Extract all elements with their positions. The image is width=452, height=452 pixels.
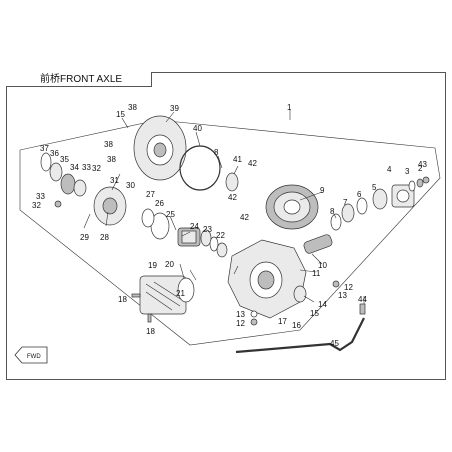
ring-24 [200, 229, 212, 247]
front-direction-badge: FWD [14, 346, 48, 364]
callout-26: 26 [155, 199, 164, 208]
callout-45: 45 [330, 339, 339, 348]
bolt-18a [131, 293, 141, 298]
callout-8b: 8 [330, 207, 335, 216]
callout-42b: 42 [228, 193, 237, 202]
washer-6 [356, 197, 368, 215]
cover-plate [133, 115, 187, 181]
seal-14 [293, 285, 307, 303]
callout-18a: 18 [118, 295, 127, 304]
callout-35: 35 [60, 155, 69, 164]
title-box [6, 72, 152, 87]
bearing-7 [341, 203, 355, 223]
callout-38b: 38 [104, 140, 113, 149]
callout-13b: 13 [236, 310, 245, 319]
callout-18b: 18 [146, 327, 155, 336]
callout-17: 17 [278, 317, 287, 326]
vent-hose [235, 317, 365, 354]
callout-3: 3 [405, 167, 410, 176]
pinion-bearing [177, 227, 201, 247]
callout-30: 30 [126, 181, 135, 190]
assembly-outline [19, 119, 441, 346]
callout-8a: 8 [214, 148, 219, 157]
callout-23: 23 [203, 225, 212, 234]
washer-8 [330, 213, 342, 231]
callout-38c: 38 [107, 155, 116, 164]
callout-44: 44 [358, 295, 367, 304]
washer-3 [408, 180, 416, 192]
callout-9: 9 [320, 186, 325, 195]
callout-15b: 15 [310, 309, 319, 318]
callout-34: 34 [70, 163, 79, 172]
nut-2 [416, 178, 424, 188]
callout-25: 25 [166, 210, 175, 219]
callout-37: 37 [40, 144, 49, 153]
diagram-frame [6, 72, 446, 380]
callout-39: 39 [170, 104, 179, 113]
seal-41 [225, 172, 239, 192]
callout-20: 20 [165, 260, 174, 269]
diagram-title: 前桥FRONT AXLE [40, 74, 123, 85]
callout-10: 10 [318, 261, 327, 270]
ring-22 [216, 242, 228, 258]
callout-5: 5 [372, 183, 377, 192]
callouts: 1 2 3 4 5 6 7 8 8 9 10 11 12 12 13 13 14… [32, 103, 427, 348]
callout-16: 16 [292, 321, 301, 330]
actuator-housing [139, 275, 195, 315]
callout-27: 27 [146, 190, 155, 199]
callout-19: 19 [148, 261, 157, 270]
callout-32b: 32 [32, 201, 41, 210]
washer-37 [40, 152, 52, 172]
bearing-34 [73, 179, 87, 197]
callout-6: 6 [357, 190, 362, 199]
callout-24: 24 [190, 222, 199, 231]
output-flange [391, 184, 415, 208]
washer-13 [250, 310, 258, 318]
nut-43 [422, 176, 430, 184]
callout-38a: 38 [128, 103, 137, 112]
callout-1: 1 [287, 103, 292, 112]
ring-23 [209, 236, 219, 252]
front-direction-label: FWD [27, 354, 41, 360]
seal-5 [372, 188, 388, 210]
callout-12a: 12 [344, 283, 353, 292]
vent-valve-44 [359, 303, 366, 315]
callout-36: 36 [50, 149, 59, 158]
callout-15a: 15 [116, 110, 125, 119]
callout-14: 14 [318, 300, 327, 309]
callout-32a: 32 [92, 164, 101, 173]
seal-36 [49, 162, 63, 182]
callout-41: 41 [233, 155, 242, 164]
bolt-18b [147, 313, 152, 323]
plug-12b [332, 280, 340, 288]
ring-gear [265, 184, 319, 230]
callout-4: 4 [387, 165, 392, 174]
callout-43: 43 [418, 160, 427, 169]
callout-28: 28 [100, 233, 109, 242]
callout-31: 31 [110, 176, 119, 185]
callout-12b: 12 [236, 319, 245, 328]
callout-42a: 42 [248, 159, 257, 168]
diff-carrier [93, 186, 127, 226]
drain-plug-12 [250, 318, 258, 326]
callout-29: 29 [80, 233, 89, 242]
leader-lines [83, 110, 365, 304]
callout-7: 7 [343, 198, 348, 207]
gear-35 [60, 173, 76, 195]
main-housing [227, 239, 307, 319]
callout-42c: 42 [240, 213, 249, 222]
screw-32 [54, 200, 62, 208]
callout-33b: 33 [36, 192, 45, 201]
callout-11: 11 [312, 269, 321, 278]
callout-2: 2 [418, 164, 423, 173]
callout-13a: 13 [338, 291, 347, 300]
callout-40: 40 [193, 124, 202, 133]
callout-33a: 33 [82, 163, 91, 172]
pinion-shaft [303, 234, 333, 254]
callout-22: 22 [216, 231, 225, 240]
snap-ring-27 [141, 208, 155, 228]
callout-21: 21 [176, 289, 185, 298]
